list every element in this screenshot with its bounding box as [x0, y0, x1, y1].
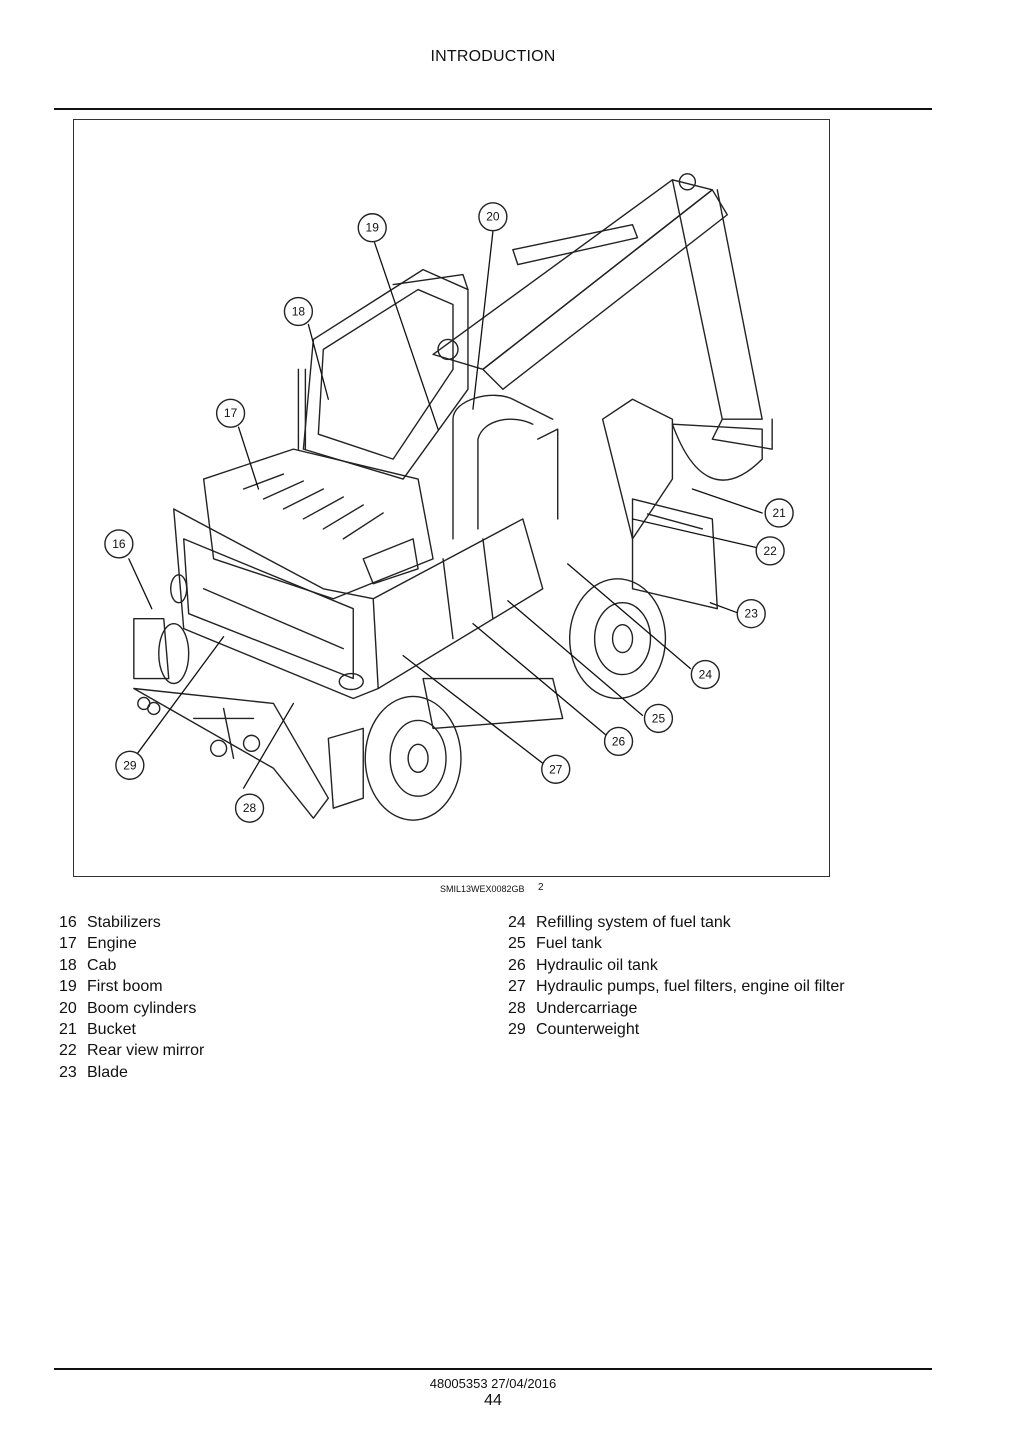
legend-number: 23 [59, 1063, 77, 1081]
legend-number: 16 [59, 914, 77, 931]
footer-document-reference: 48005353 27/04/2016 [429, 1376, 557, 1391]
callout-23: 23 [736, 599, 766, 629]
callout-26: 26 [603, 726, 634, 757]
legend-label: Hydraulic oil tank [536, 956, 658, 974]
figure-number: 2 [538, 882, 544, 893]
legend-item: 24 Refilling system of fuel tank [508, 912, 845, 933]
blade-drawing [631, 498, 718, 610]
legend-item: 18 Cab [59, 955, 204, 976]
legend-label: Cab [87, 956, 117, 974]
legend-item: 16 Stabilizers [59, 912, 204, 933]
legend-label: Rear view mirror [87, 1042, 205, 1060]
legend-label: Bucket [87, 1021, 136, 1039]
legend-number: 26 [508, 956, 526, 974]
callout-25: 25 [643, 703, 674, 734]
svg-text:16: 16 [112, 537, 126, 551]
callout-27: 27 [541, 754, 571, 784]
legend-number: 17 [59, 935, 77, 953]
svg-text:27: 27 [549, 762, 563, 776]
header-rule [54, 108, 932, 110]
legend-number: 28 [508, 999, 526, 1017]
legend-number: 27 [508, 978, 526, 996]
svg-text:26: 26 [612, 734, 626, 748]
legend-label: Engine [87, 935, 137, 953]
legend-item: 19 First boom [59, 976, 204, 997]
legend-item: 20 Boom cylinders [59, 998, 204, 1019]
legend-column-right: 24 Refilling system of fuel tank 25 Fuel t… [508, 912, 845, 1040]
legend-number: 29 [508, 1021, 526, 1039]
callout-markers: 19 20 18 17 16 21 22 23 24 25 26 27 28 2… [104, 202, 794, 823]
legend-number: 20 [59, 999, 77, 1017]
legend-label: Fuel tank [536, 935, 602, 953]
callout-19: 19 [357, 213, 387, 243]
figure-caption: SMIL13WEX0082GB [440, 884, 525, 894]
svg-text:29: 29 [123, 758, 137, 772]
wheels-drawing [158, 578, 667, 821]
legend-column-left: 16 Stabilizers 17 Engine 18 Cab 19 First boo… [59, 912, 204, 1083]
legend-label: Refilling system of fuel tank [536, 914, 731, 931]
svg-text:19: 19 [366, 221, 380, 235]
svg-text:17: 17 [224, 406, 238, 420]
bucket-drawing [601, 398, 763, 540]
callout-16: 16 [104, 529, 134, 559]
body-drawing [170, 508, 544, 700]
svg-text:23: 23 [745, 607, 759, 621]
legend-item: 25 Fuel tank [508, 933, 845, 954]
legend-item: 29 Counterweight [508, 1019, 845, 1040]
legend-number: 24 [508, 914, 526, 931]
engine-cover-drawing [202, 448, 434, 600]
legend-label: Hydraulic pumps, fuel filters, engine oi… [536, 978, 845, 996]
svg-text:18: 18 [292, 304, 306, 318]
callout-20: 20 [478, 202, 508, 232]
undercarriage-drawing [133, 617, 564, 819]
svg-text:21: 21 [772, 506, 786, 520]
legend-number: 25 [508, 935, 526, 953]
callout-18: 18 [283, 296, 314, 327]
legend-number: 21 [59, 1021, 77, 1039]
svg-text:24: 24 [699, 668, 713, 682]
svg-text:25: 25 [652, 711, 666, 725]
legend-label: Undercarriage [536, 999, 638, 1017]
cab-drawing [297, 268, 469, 480]
legend-label: Boom cylinders [87, 999, 197, 1017]
svg-text:20: 20 [486, 210, 500, 224]
page-header-title: INTRODUCTION [430, 48, 556, 65]
legend-item: 17 Engine [59, 933, 204, 954]
callout-24: 24 [690, 659, 720, 690]
callout-21: 21 [764, 498, 794, 528]
callout-29: 29 [115, 750, 145, 780]
svg-text:28: 28 [243, 801, 257, 815]
legend-item: 26 Hydraulic oil tank [508, 955, 845, 976]
legend-label: Blade [87, 1063, 128, 1081]
callout-22: 22 [755, 536, 785, 566]
legend-item: 23 Blade [59, 1062, 204, 1083]
legend-item: 21 Bucket [59, 1019, 204, 1040]
legend-number: 19 [59, 978, 77, 996]
handrails-drawing [452, 394, 559, 540]
page-number: 44 [484, 1392, 502, 1409]
legend-item: 28 Undercarriage [508, 998, 845, 1019]
legend-number: 18 [59, 956, 77, 974]
callout-leaders [128, 231, 763, 789]
excavator-illustration: 19 20 18 17 16 21 22 23 24 25 26 27 28 2… [73, 119, 830, 877]
legend-item: 27 Hydraulic pumps, fuel filters, engine … [508, 976, 845, 997]
callout-28: 28 [234, 793, 265, 823]
legend-label: Counterweight [536, 1021, 640, 1039]
svg-text:22: 22 [764, 544, 778, 558]
legend-number: 22 [59, 1042, 77, 1060]
footer-rule [54, 1368, 932, 1370]
boom-arm-drawing [432, 173, 773, 450]
callout-17: 17 [215, 398, 246, 428]
legend-label: First boom [87, 978, 163, 996]
legend-label: Stabilizers [87, 914, 161, 931]
legend-item: 22 Rear view mirror [59, 1040, 204, 1061]
